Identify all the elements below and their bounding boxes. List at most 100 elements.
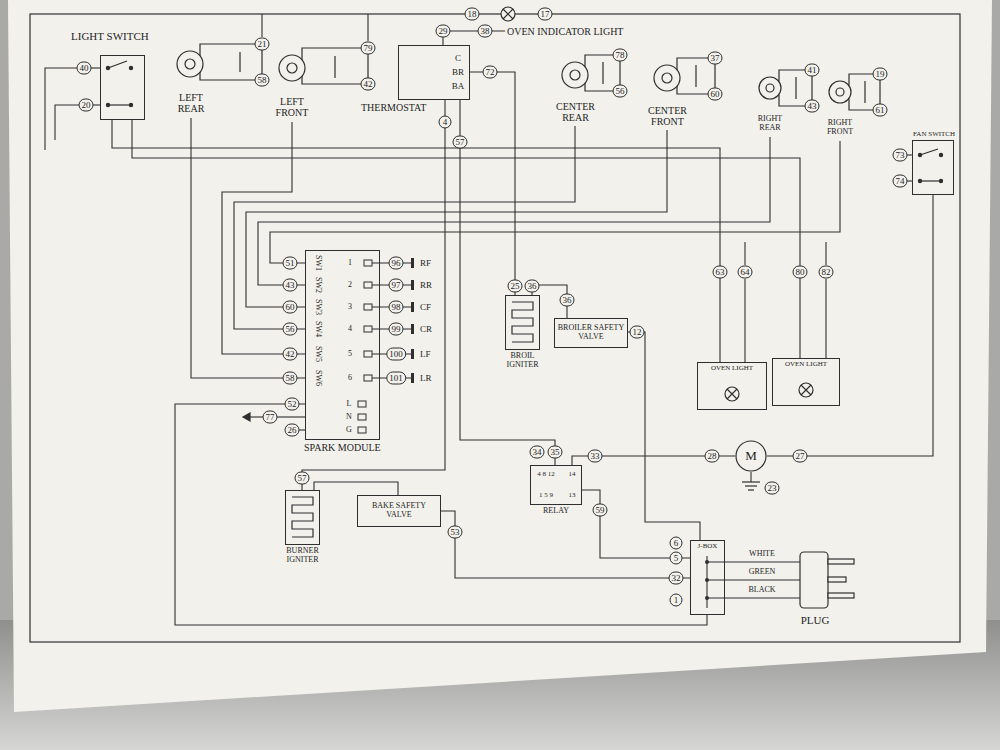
- callout-number: 98: [389, 301, 404, 314]
- lamp-symbol: [799, 383, 813, 397]
- rotary-switch-symbol: [864, 81, 865, 103]
- callout-number: 51: [283, 257, 298, 270]
- wire-stub: [93, 104, 100, 105]
- oven-light-box: OVEN LIGHT: [697, 362, 767, 410]
- callout-number: 60: [283, 301, 298, 314]
- indicator-light-label: OVEN INDICATOR LIGHT: [505, 24, 655, 41]
- lamp-symbol: [801, 385, 811, 395]
- callout-number: 42: [361, 78, 376, 91]
- component-label: LEFT FRONT: [268, 96, 316, 118]
- lamp-symbol: [727, 389, 737, 399]
- callout-number: 38: [478, 25, 493, 38]
- switch-pin-label: SW5: [314, 346, 322, 362]
- pin-label: 14: [569, 471, 576, 478]
- callout-number: 80: [793, 266, 808, 279]
- electrode-symbol: [411, 258, 414, 268]
- callout-number: 53: [448, 526, 463, 539]
- component-label: BURNER IGNITER: [278, 547, 328, 565]
- burner-switch-label: RIGHT REAR: [746, 111, 794, 137]
- contact-symbol: [108, 61, 127, 68]
- rotary-switch-symbol: [239, 52, 240, 72]
- wire: [628, 332, 700, 540]
- callout-number: 56: [613, 85, 628, 98]
- callout-number: 78: [613, 49, 628, 62]
- callout-number: 64: [738, 266, 753, 279]
- component-label: THERMOSTAT: [361, 102, 426, 113]
- pin-label: 5: [348, 350, 352, 358]
- spark-pin: [358, 427, 366, 433]
- pin-label: C: [455, 54, 461, 63]
- wire-stub: [55, 105, 79, 140]
- rotary-switch-symbol: [836, 88, 844, 96]
- paper-sheet: [8, 0, 992, 712]
- callout-number: 60: [708, 88, 723, 101]
- rotary-switch-symbol: [662, 73, 672, 83]
- igniter-box: BURNER IGNITER: [285, 490, 320, 545]
- callout-number: 34: [530, 446, 545, 459]
- wire: [441, 511, 690, 578]
- wire-stub: [707, 561, 800, 562]
- pin-label: GREEN: [749, 568, 776, 576]
- callout-number: 5: [670, 552, 683, 565]
- component-label: BROILER SAFETY VALVE: [557, 324, 625, 342]
- lamp-symbol: [725, 387, 739, 401]
- wire: [302, 100, 445, 490]
- plug-symbol: [800, 552, 854, 608]
- oven-light-box: OVEN LIGHT: [772, 358, 840, 406]
- spark-pin: [364, 326, 372, 332]
- callout-number: 37: [708, 52, 723, 65]
- pin-label: 4: [348, 325, 352, 333]
- wire-stub: [825, 279, 826, 358]
- callout-number: 35: [548, 446, 563, 459]
- callout-number: 20: [79, 99, 94, 112]
- callout-number: 36: [560, 294, 575, 307]
- callout-number: 97: [389, 279, 404, 292]
- callout-number: 21: [255, 38, 270, 51]
- pin-label: N: [346, 413, 352, 421]
- callout-number: 36: [525, 280, 540, 293]
- callout-number: 73: [893, 149, 908, 162]
- contact-symbol: [939, 153, 942, 156]
- callout-number: 56: [283, 323, 298, 336]
- component-label: SPARK MODULE: [304, 442, 381, 453]
- wire: [112, 120, 720, 362]
- callout-number: 28: [705, 450, 720, 463]
- burner-label: RF: [420, 259, 431, 268]
- rotary-switch-symbol: [654, 65, 680, 91]
- electrode-symbol: [411, 349, 414, 359]
- contact-symbol: [920, 180, 941, 181]
- callout-number: 42: [283, 348, 298, 361]
- callout-number: 58: [283, 372, 298, 385]
- pin-label: PLUG: [801, 615, 830, 626]
- callout-number: 41: [805, 64, 820, 77]
- switch-pin-label: SW2: [314, 277, 322, 293]
- light-switch-box: LIGHT SWITCH: [100, 55, 145, 120]
- pin-label: 2: [348, 281, 352, 289]
- lamp-symbol: [501, 7, 515, 21]
- rotary-switch-symbol: [695, 65, 696, 87]
- wire: [246, 130, 667, 307]
- pin-label: G: [346, 426, 352, 434]
- fan-switch-box: FAN SWITCH: [912, 140, 954, 195]
- contact-symbol: [106, 103, 109, 106]
- callout-number: 25: [508, 280, 523, 293]
- component-label: J-BOX: [698, 543, 718, 551]
- spark-pin: [364, 304, 372, 310]
- contact-symbol: [106, 66, 109, 69]
- wire-stub: [744, 279, 745, 362]
- callout-number: 96: [389, 257, 404, 270]
- callout-number: 101: [386, 372, 406, 385]
- contact-symbol: [129, 66, 132, 69]
- electrode-symbol: [411, 280, 414, 290]
- motor-circle: M: [735, 440, 767, 472]
- rotary-switch-symbol: [829, 81, 851, 103]
- burner-label: CF: [420, 303, 431, 312]
- component-label: OVEN LIGHT: [711, 365, 753, 373]
- component-label: M: [745, 449, 757, 463]
- callout-number: 43: [805, 100, 820, 113]
- wire-stub: [744, 242, 745, 265]
- wire: [132, 120, 800, 358]
- component-label: RELAY: [526, 507, 586, 516]
